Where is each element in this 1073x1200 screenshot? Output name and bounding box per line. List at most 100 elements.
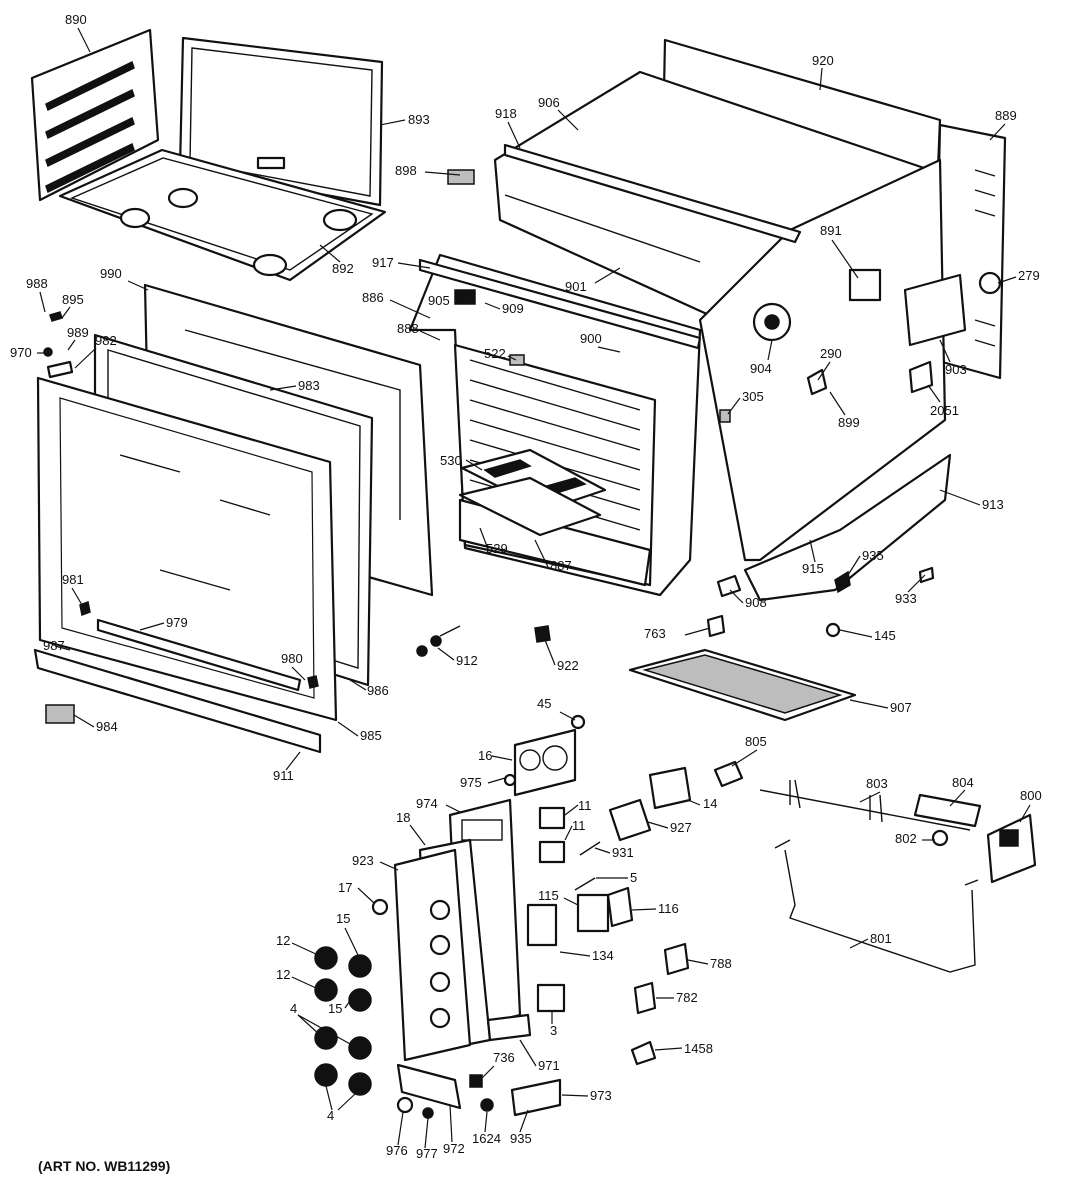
callout-888: 888 bbox=[397, 321, 419, 336]
art-number: (ART NO. WB11299) bbox=[38, 1158, 171, 1174]
bottom-pan-913 bbox=[743, 453, 952, 602]
callout-1624: 1624 bbox=[472, 1131, 501, 1146]
callout-18: 18 bbox=[396, 810, 410, 825]
callout-889: 889 bbox=[995, 108, 1017, 123]
callout-12-top: 12 bbox=[276, 933, 290, 948]
callout-11-bottom: 11 bbox=[572, 818, 586, 833]
callout-913: 913 bbox=[982, 497, 1004, 512]
rotisserie-spit-803 bbox=[759, 779, 982, 847]
callout-887: 887 bbox=[550, 558, 572, 573]
callout-976: 976 bbox=[386, 1143, 408, 1158]
callout-116: 116 bbox=[658, 901, 679, 916]
callout-981: 981 bbox=[62, 572, 84, 587]
callout-15-bottom: 15 bbox=[328, 1001, 342, 1016]
callout-935-top: 935 bbox=[862, 548, 884, 563]
callout-908: 908 bbox=[745, 595, 767, 610]
callout-15-top: 15 bbox=[336, 911, 350, 926]
callout-915: 915 bbox=[802, 561, 824, 576]
callout-805: 805 bbox=[745, 734, 767, 749]
callout-891: 891 bbox=[820, 223, 842, 238]
callout-279: 279 bbox=[1018, 268, 1040, 283]
callout-529: 529 bbox=[486, 541, 508, 556]
callout-895: 895 bbox=[62, 292, 84, 307]
callout-4-top: 4 bbox=[290, 1001, 297, 1016]
rotisserie-motor-800 bbox=[986, 813, 1037, 884]
callout-898: 898 bbox=[395, 163, 417, 178]
callout-804: 804 bbox=[952, 775, 974, 790]
callout-736: 736 bbox=[493, 1050, 515, 1065]
callout-970: 970 bbox=[10, 345, 32, 360]
callout-886: 886 bbox=[362, 290, 384, 305]
callout-893: 893 bbox=[408, 112, 430, 127]
callout-973: 973 bbox=[590, 1088, 612, 1103]
callout-1458: 1458 bbox=[684, 1041, 713, 1056]
callout-906: 906 bbox=[538, 95, 560, 110]
callout-987: 987 bbox=[43, 638, 65, 653]
callout-920: 920 bbox=[812, 53, 834, 68]
callout-782: 782 bbox=[676, 990, 698, 1005]
callout-971: 971 bbox=[538, 1058, 560, 1073]
callout-4-bottom: 4 bbox=[327, 1108, 334, 1123]
callout-145: 145 bbox=[874, 628, 896, 643]
switches-and-parts bbox=[396, 766, 692, 1119]
callout-903: 903 bbox=[945, 362, 967, 377]
callout-899: 899 bbox=[838, 415, 860, 430]
callout-5: 5 bbox=[630, 870, 637, 885]
small-parts-center bbox=[416, 566, 935, 657]
callout-912: 912 bbox=[456, 653, 478, 668]
callout-17: 17 bbox=[338, 880, 352, 895]
callout-788: 788 bbox=[710, 956, 732, 971]
callout-801: 801 bbox=[870, 931, 892, 946]
callout-917: 917 bbox=[372, 255, 394, 270]
callout-980: 980 bbox=[281, 651, 303, 666]
callout-892: 892 bbox=[332, 261, 354, 276]
callout-802: 802 bbox=[895, 831, 917, 846]
callout-972: 972 bbox=[443, 1141, 465, 1156]
callout-12-bottom: 12 bbox=[276, 967, 290, 982]
cooktop-lid-893 bbox=[178, 36, 384, 207]
callout-530: 530 bbox=[440, 453, 462, 468]
callout-982: 982 bbox=[95, 333, 117, 348]
callout-890: 890 bbox=[65, 12, 87, 27]
door-handle-trim-911 bbox=[33, 648, 322, 754]
callout-290: 290 bbox=[820, 346, 842, 361]
callout-985: 985 bbox=[360, 728, 382, 743]
callout-923: 923 bbox=[352, 853, 374, 868]
callout-935-bottom: 935 bbox=[510, 1131, 532, 1146]
cooktop-panel-892 bbox=[58, 148, 387, 282]
callout-911: 911 bbox=[273, 768, 294, 783]
callout-986: 986 bbox=[367, 683, 389, 698]
callout-909: 909 bbox=[502, 301, 524, 316]
callout-989: 989 bbox=[67, 325, 89, 340]
callout-900: 900 bbox=[580, 331, 602, 346]
broiler-grid-529 bbox=[458, 476, 602, 537]
callout-115: 115 bbox=[538, 888, 559, 903]
callout-16: 16 bbox=[478, 748, 492, 763]
callout-11-top: 11 bbox=[578, 798, 592, 813]
callout-975: 975 bbox=[460, 775, 482, 790]
callout-901: 901 bbox=[565, 279, 587, 294]
callout-2051: 2051 bbox=[930, 403, 959, 418]
rotisserie-support-801 bbox=[774, 839, 979, 973]
oven-rack-887 bbox=[458, 498, 652, 587]
callout-905: 905 bbox=[428, 293, 450, 308]
callout-134: 134 bbox=[592, 948, 614, 963]
callout-988: 988 bbox=[26, 276, 48, 291]
callout-974: 974 bbox=[416, 796, 438, 811]
rotisserie-805 bbox=[713, 760, 744, 788]
callout-922: 922 bbox=[557, 658, 579, 673]
callout-918: 918 bbox=[495, 106, 517, 121]
callout-14: 14 bbox=[703, 796, 717, 811]
clock-16 bbox=[503, 714, 586, 797]
callout-979: 979 bbox=[166, 615, 188, 630]
callout-933: 933 bbox=[895, 591, 917, 606]
cooktop-rack-890 bbox=[30, 28, 160, 202]
callout-45: 45 bbox=[537, 696, 551, 711]
callout-977: 977 bbox=[416, 1146, 438, 1161]
callout-927: 927 bbox=[670, 820, 692, 835]
broil-element-907 bbox=[628, 648, 857, 722]
callout-904: 904 bbox=[750, 361, 772, 376]
callout-907: 907 bbox=[890, 700, 912, 715]
